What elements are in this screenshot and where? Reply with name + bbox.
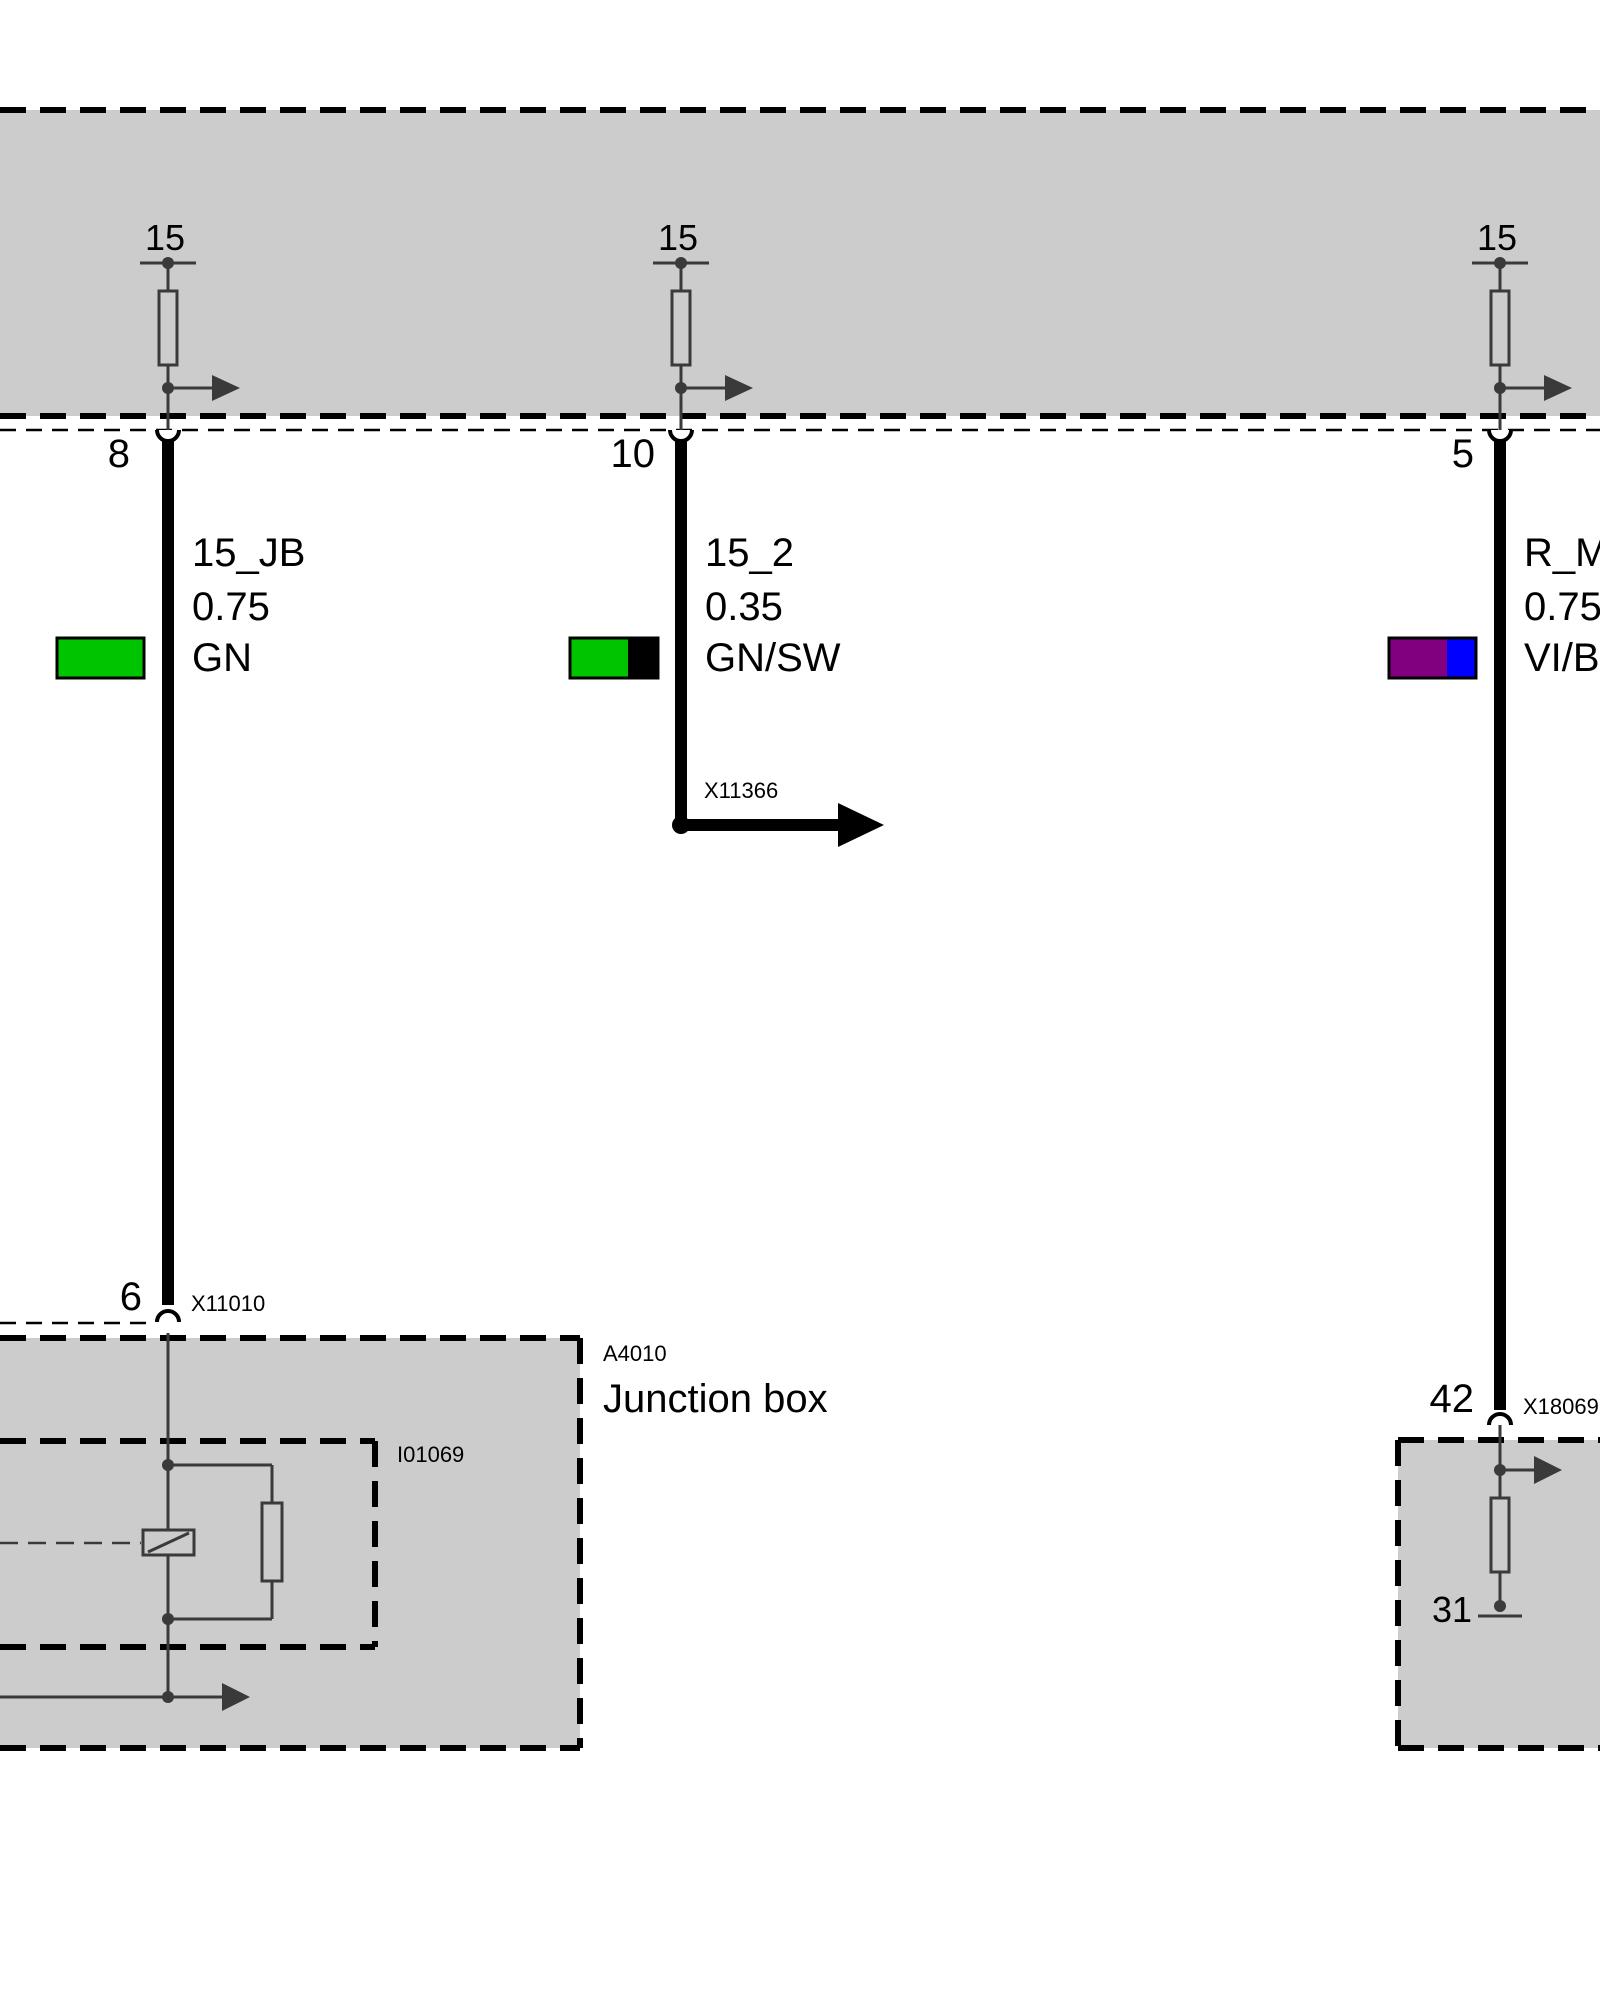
wire-color-code: GN [192, 636, 252, 680]
pin-number: 10 [611, 432, 656, 476]
wire-color-swatch [568, 636, 660, 680]
pin-socket-icon [1487, 429, 1513, 443]
pin-number: 42 [1430, 1377, 1475, 1421]
wire-r-m: 5 R_M 0.75 VI/B [1387, 429, 1600, 1410]
terminal-15-pin10: 15 [653, 217, 753, 430]
pin-socket-icon [155, 1309, 181, 1323]
pin-socket-icon [1487, 1412, 1513, 1426]
wire-color-swatch [55, 636, 146, 680]
relay-coil-icon [141, 1528, 196, 1557]
signal-arrow-icon [222, 1683, 250, 1711]
wire-color-swatch [1387, 636, 1478, 680]
top-control-module: 15 15 15 [0, 107, 1600, 432]
component-id: A4010 [603, 1341, 667, 1366]
pin-number: 5 [1452, 432, 1474, 476]
relay-block: I01069 [0, 1333, 464, 1697]
wire-15-2: 10 15_2 0.35 GN/SW X11366 [568, 429, 884, 847]
wire-gauge: 0.35 [705, 585, 783, 629]
connector-id: X11366 [704, 778, 778, 803]
terminal-label: 15 [1477, 217, 1517, 258]
connector-id: X18069 [1523, 1394, 1599, 1419]
wire-color-code: VI/B [1524, 636, 1600, 680]
wire-signal-name: R_M [1524, 531, 1600, 575]
terminal-label: 15 [658, 217, 698, 258]
terminal-15-pin8: 15 [140, 217, 240, 430]
continuation-arrow-icon [838, 803, 884, 847]
connector-id: X11010 [191, 1291, 265, 1316]
pin-number: 8 [108, 432, 130, 476]
signal-arrow-icon [1544, 375, 1572, 401]
signal-arrow-icon [1534, 1456, 1562, 1484]
wire-signal-name: 15_JB [192, 531, 305, 575]
component-name: Junction box [603, 1377, 828, 1421]
pin-socket-icon [668, 429, 694, 443]
wire-color-code: GN/SW [705, 636, 841, 680]
signal-arrow-icon [212, 375, 240, 401]
pin-socket-icon [155, 429, 181, 443]
pin-number: 6 [120, 1275, 142, 1319]
terminal-15-pin5: 15 [1472, 217, 1572, 430]
wire-15-jb: 8 15_JB 0.75 GN [55, 429, 305, 1305]
ground-label: 31 [1432, 1589, 1472, 1630]
wire-signal-name: 15_2 [705, 531, 794, 575]
wire-gauge: 0.75 [1524, 585, 1600, 629]
wire-gauge: 0.75 [192, 585, 270, 629]
component-id: I01069 [397, 1442, 464, 1467]
right-module: 42 X18069 31 [1395, 1377, 1600, 1751]
signal-arrow-icon [725, 375, 753, 401]
junction-box: 6 X11010 A4010 Junction box I01069 [0, 1275, 828, 1751]
terminal-label: 15 [145, 217, 185, 258]
